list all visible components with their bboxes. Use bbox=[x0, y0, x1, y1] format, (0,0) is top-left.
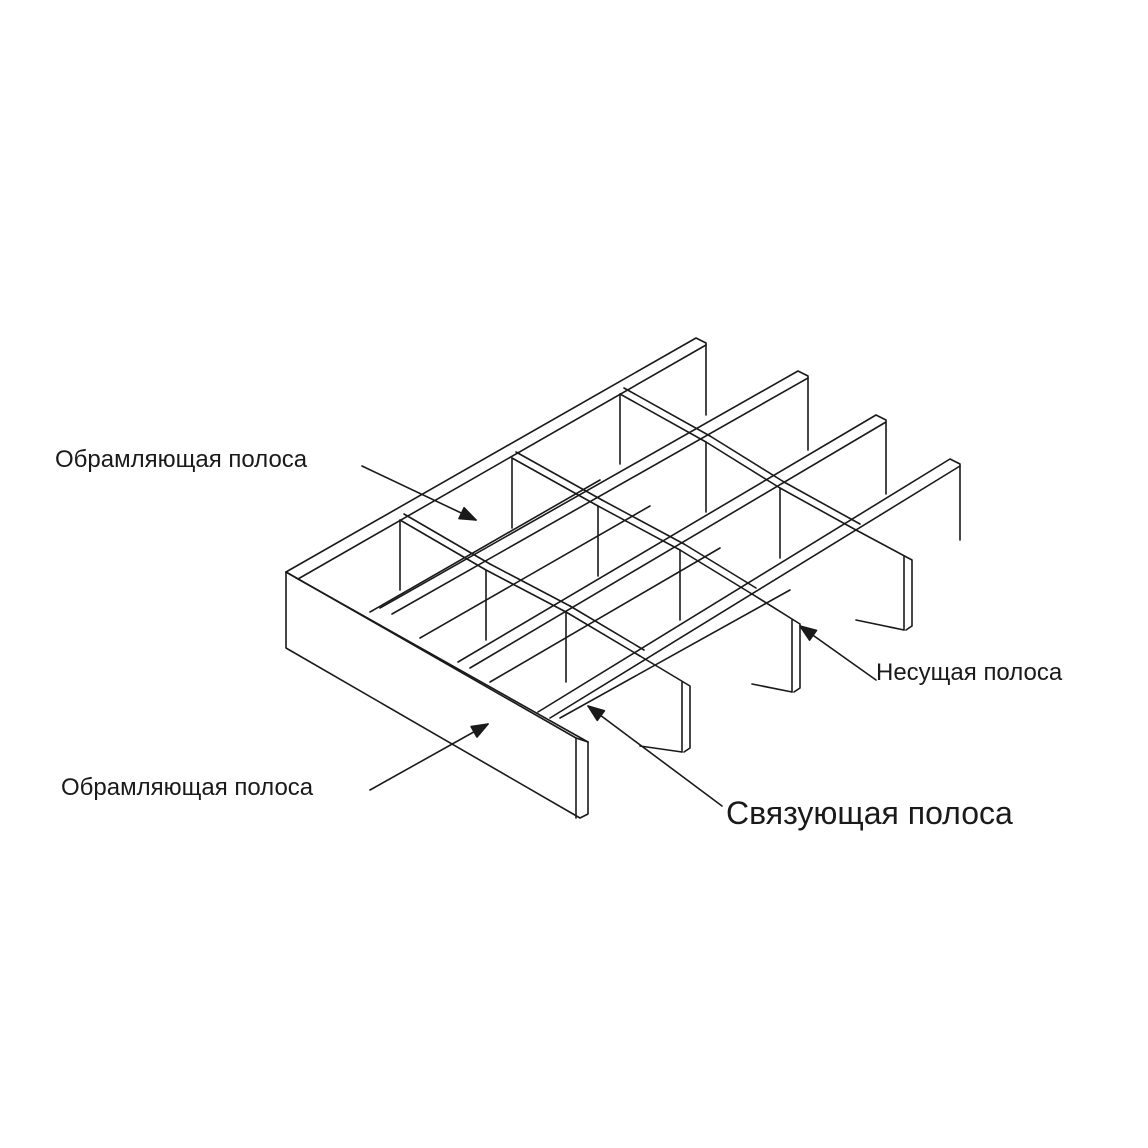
label-cross-bar: Связующая полоса bbox=[726, 795, 1013, 831]
frame-bar-front-top-outer bbox=[285, 571, 577, 739]
bearing-bar-end-plate-2-bottom bbox=[751, 683, 793, 693]
cross-bar-8-top bbox=[679, 549, 753, 595]
cross-bar-4-top-back bbox=[489, 563, 571, 607]
arrow-cross-head bbox=[587, 705, 606, 722]
cross-bar-3-top bbox=[619, 393, 707, 443]
bearing-bar-3-top bbox=[537, 458, 961, 713]
frame-bar-back-inner bbox=[285, 344, 707, 580]
leader-arrows bbox=[361, 465, 877, 807]
cross-bar-6-top bbox=[705, 441, 781, 489]
arrow-frame-bottom-line bbox=[369, 723, 489, 791]
bearing-bar-1-inner bbox=[391, 377, 809, 615]
bearing-bar-2-inner bbox=[469, 421, 887, 669]
label-frame-bar-top: Обрамляющая полоса bbox=[55, 446, 308, 473]
cross-bar-7-top-back bbox=[569, 605, 645, 651]
cross-bar-4-top bbox=[485, 569, 567, 613]
bearing-bar-end-plate-1 bbox=[639, 655, 691, 753]
arrow-cross-line bbox=[587, 705, 723, 807]
cross-bar-1-top-back bbox=[403, 513, 491, 565]
lower-member-3 bbox=[489, 547, 721, 683]
bearing-bar-2-top bbox=[457, 414, 887, 663]
frame-bar-front-cap bbox=[575, 737, 589, 743]
cross-bar-6-top-back bbox=[709, 435, 785, 483]
cross-bar-5-top bbox=[597, 505, 681, 551]
cross-bar-8-top-back bbox=[683, 543, 757, 589]
cross-bar-3-top-back bbox=[623, 387, 711, 437]
cross-bar-9-top-back bbox=[783, 481, 861, 525]
arrow-frame-bottom-head bbox=[470, 723, 489, 738]
lower-member-4 bbox=[559, 589, 791, 719]
grating-drawing bbox=[285, 337, 961, 819]
frame-bar-front-outline bbox=[285, 571, 589, 819]
bearing-bar-1-top bbox=[379, 370, 809, 609]
arrow-bearing-head bbox=[799, 625, 818, 641]
lower-member-2 bbox=[419, 505, 651, 639]
cross-bar-2-top-back bbox=[515, 451, 603, 501]
bearing-bar-3-inner bbox=[549, 465, 961, 719]
lower-member-1 bbox=[369, 479, 601, 613]
bearing-bar-end-plate-2 bbox=[751, 593, 801, 693]
cross-bar-9-top bbox=[779, 487, 857, 531]
label-frame-bar-bottom: Обрамляющая полоса bbox=[61, 774, 314, 801]
cross-bar-7-top bbox=[565, 611, 641, 657]
arrow-frame-top-head bbox=[458, 506, 477, 521]
bearing-bar-end-plate-3-bottom bbox=[855, 619, 905, 631]
cross-bar-2-top bbox=[511, 457, 599, 507]
cross-bar-1-top bbox=[399, 519, 487, 571]
frame-bar-back-top bbox=[285, 337, 707, 573]
bearing-bar-end-plate-1-bottom bbox=[639, 745, 683, 753]
label-bearing-bar: Несущая полоса bbox=[876, 659, 1063, 686]
cross-bar-5-top-back bbox=[601, 499, 685, 545]
bearing-bar-end-plate-3 bbox=[855, 529, 913, 631]
arrow-frame-top-line bbox=[361, 465, 477, 521]
